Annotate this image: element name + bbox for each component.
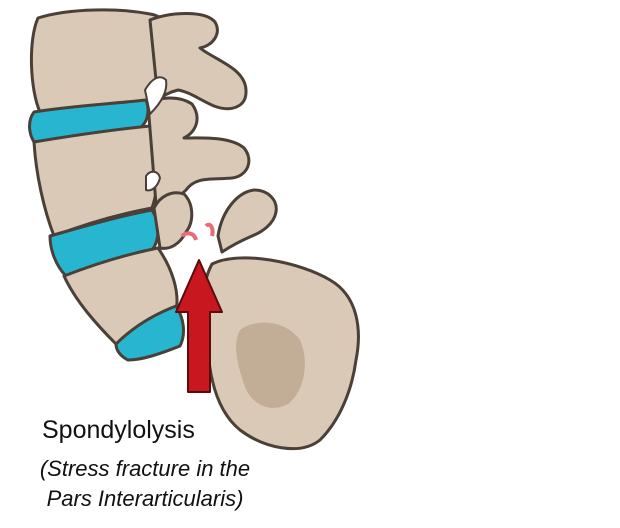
caption-subtitle-line1: (Stress fracture in the bbox=[39, 456, 251, 481]
fracture-mark-right bbox=[204, 222, 215, 237]
fracture-mark-left bbox=[180, 231, 198, 241]
vertebra-second bbox=[32, 124, 160, 238]
sacrum-shade bbox=[236, 322, 305, 408]
caption-title: Spondylolysis bbox=[42, 416, 195, 444]
vertebra-second-process bbox=[146, 96, 251, 206]
vertebra-top-process bbox=[148, 12, 248, 111]
foramen-middle bbox=[145, 170, 161, 192]
up-arrow-icon bbox=[175, 259, 223, 393]
foramen-top bbox=[144, 76, 168, 115]
disc-3 bbox=[114, 304, 185, 362]
caption-subtitle: (Stress fracture in the Pars Interarticu… bbox=[14, 454, 276, 514]
vertebra-third-process bbox=[152, 191, 194, 250]
sacrum-facet bbox=[216, 188, 278, 254]
caption-subtitle-line2: Pars Interarticularis) bbox=[46, 486, 244, 511]
